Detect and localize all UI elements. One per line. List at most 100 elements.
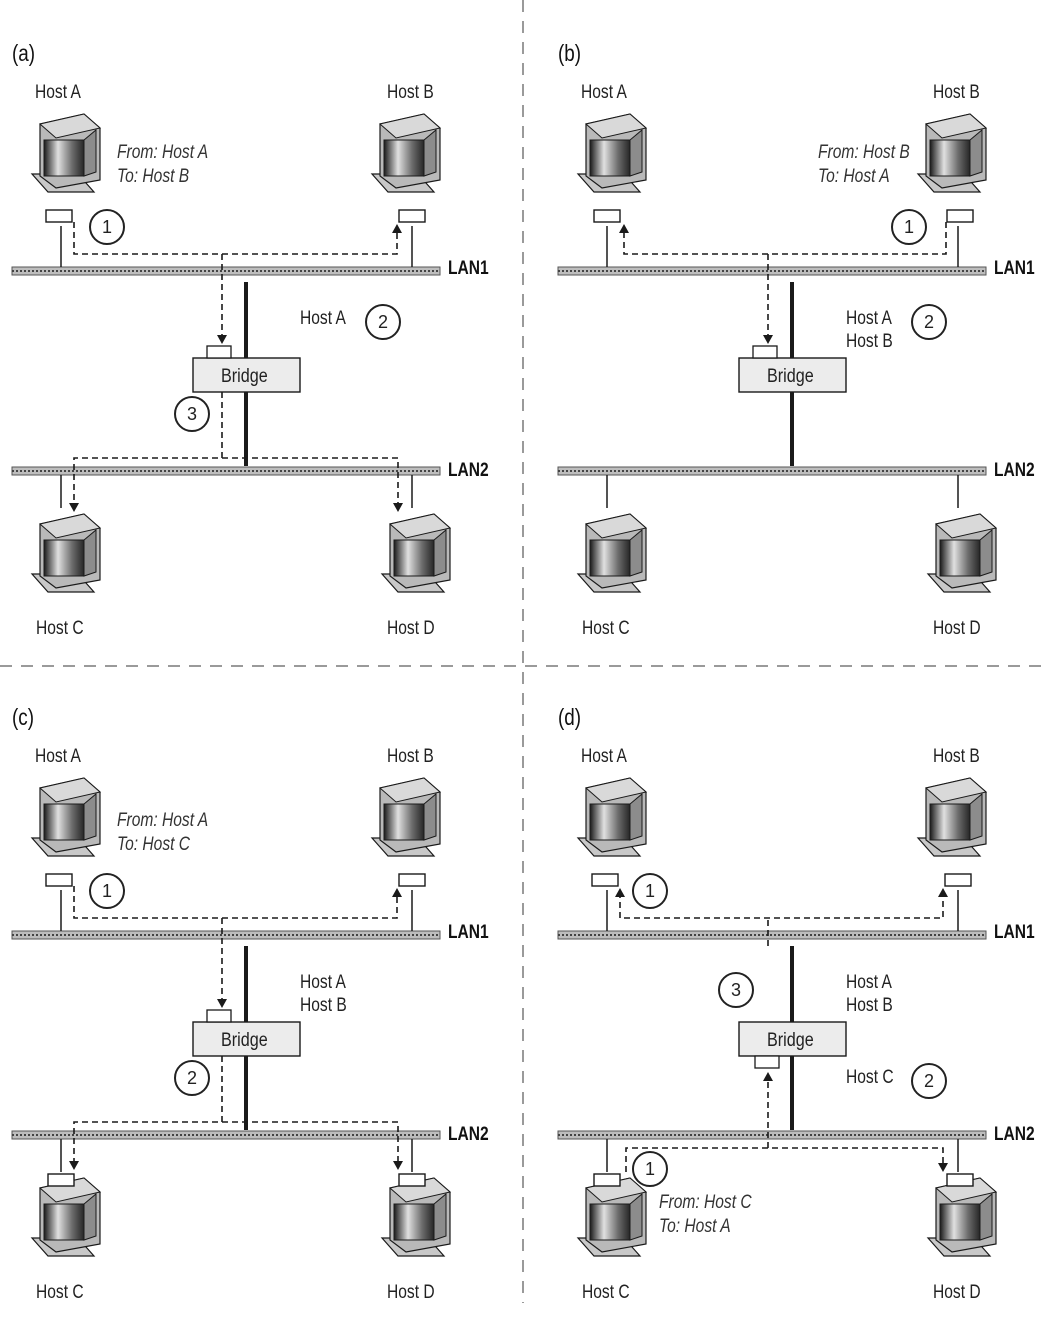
step-2-marker: 2	[911, 1063, 947, 1099]
arrow-to-host-c	[69, 1161, 79, 1170]
lan2-label: LAN2	[994, 1124, 1035, 1146]
computer-icon	[32, 514, 100, 592]
network-card	[594, 1174, 620, 1186]
network-card	[947, 210, 973, 222]
panel-label: (d)	[558, 706, 581, 728]
host-b-label: Host B	[387, 746, 434, 768]
bridge-table-entry: Host B	[300, 995, 347, 1017]
bridge-table-entry: Host A	[846, 972, 892, 994]
host-c-label: Host C	[36, 618, 84, 640]
host-d-label: Host D	[933, 1282, 981, 1304]
screen	[394, 1204, 434, 1240]
bridge-label: Bridge	[221, 1030, 268, 1052]
message-from: From: Host A	[117, 810, 208, 832]
screen	[590, 1204, 630, 1240]
host-b-label: Host B	[933, 82, 980, 104]
screen	[44, 1204, 84, 1240]
arrow-to-host-c	[69, 503, 79, 512]
computer-icon	[918, 778, 986, 856]
lan2-label: LAN2	[994, 460, 1035, 482]
bridge-label: Bridge	[221, 366, 268, 388]
arrow-into-bridge	[217, 999, 227, 1008]
lan1-label: LAN1	[448, 258, 489, 280]
network-card	[592, 874, 618, 886]
panel-a: (a) Host A Host B Host C Host D LAN1 LAN…	[0, 0, 523, 665]
computer-icon	[928, 1178, 996, 1256]
computer-icon	[578, 514, 646, 592]
network-card	[594, 210, 620, 222]
screen	[940, 540, 980, 576]
network-card	[399, 210, 425, 222]
host-d-label: Host D	[387, 618, 435, 640]
message-to: To: Host A	[818, 166, 890, 188]
computer-icon	[372, 114, 440, 192]
message-to: To: Host A	[659, 1216, 731, 1238]
computer-icon	[578, 1178, 646, 1256]
screen	[590, 804, 630, 840]
arrow-into-bridge	[763, 1072, 773, 1081]
arrow-to-host-d	[393, 1161, 403, 1170]
frame-path-to-host-d	[222, 1122, 398, 1166]
arrow-into-bridge	[763, 335, 773, 344]
message-to: To: Host C	[117, 834, 190, 856]
host-c-label: Host C	[582, 618, 630, 640]
computer-icon	[382, 514, 450, 592]
bridge-port-top	[753, 346, 777, 358]
computer-icon	[382, 1178, 450, 1256]
screen	[44, 540, 84, 576]
lan2-label: LAN2	[448, 1124, 489, 1146]
message-from: From: Host C	[659, 1192, 752, 1214]
panel-label: (a)	[12, 42, 35, 64]
screen	[930, 804, 970, 840]
network-card	[399, 874, 425, 886]
network-card	[48, 1174, 74, 1186]
host-a-label: Host A	[35, 746, 81, 768]
message-from: From: Host B	[818, 142, 910, 164]
screen	[44, 140, 84, 176]
bridge-port-top	[207, 346, 231, 358]
host-b-label: Host B	[933, 746, 980, 768]
arrow-to-host-d	[393, 503, 403, 512]
step-1-marker-lower: 1	[632, 1151, 668, 1187]
network-card	[46, 210, 72, 222]
step-2-marker: 2	[911, 304, 947, 340]
arrow-to-host-b	[392, 224, 402, 233]
arrow-to-host-d	[938, 1163, 948, 1172]
host-b-label: Host B	[387, 82, 434, 104]
bridge-port-top	[207, 1010, 231, 1022]
screen	[384, 140, 424, 176]
panel-c: (c) Host A Host B Host C Host D LAN1 LAN…	[0, 664, 523, 1329]
bridge-port-bottom	[755, 1056, 779, 1068]
frame-path-to-host-d	[222, 458, 398, 508]
computer-icon	[928, 514, 996, 592]
bridge-table-entry: Host A	[300, 308, 346, 330]
host-d-label: Host D	[933, 618, 981, 640]
arrow-to-host-b	[938, 888, 948, 897]
message-from: From: Host A	[117, 142, 208, 164]
lan1-label: LAN1	[994, 258, 1035, 280]
arrow-to-host-a	[619, 224, 629, 233]
host-c-label: Host C	[36, 1282, 84, 1304]
lan2-label: LAN2	[448, 460, 489, 482]
host-a-label: Host A	[581, 82, 627, 104]
panel-label: (c)	[12, 706, 34, 728]
panel-label: (b)	[558, 42, 581, 64]
network-card	[399, 1174, 425, 1186]
bridge-table-entry: Host A	[846, 308, 892, 330]
screen	[930, 140, 970, 176]
step-1-marker: 1	[891, 209, 927, 245]
computer-icon	[372, 778, 440, 856]
panel-d: (d) Host A Host B Host C Host D LAN1 LAN…	[546, 664, 1046, 1329]
step-1-marker: 1	[632, 873, 668, 909]
step-2-marker: 2	[365, 304, 401, 340]
bridge-table-entry: Host B	[846, 995, 893, 1017]
computer-icon	[578, 114, 646, 192]
network-card	[945, 874, 971, 886]
network-card	[947, 1174, 973, 1186]
step-1-marker: 1	[89, 873, 125, 909]
network-card	[46, 874, 72, 886]
step-3-marker: 3	[174, 396, 210, 432]
bridge-table-entry: Host A	[300, 972, 346, 994]
step-2-marker: 2	[174, 1060, 210, 1096]
